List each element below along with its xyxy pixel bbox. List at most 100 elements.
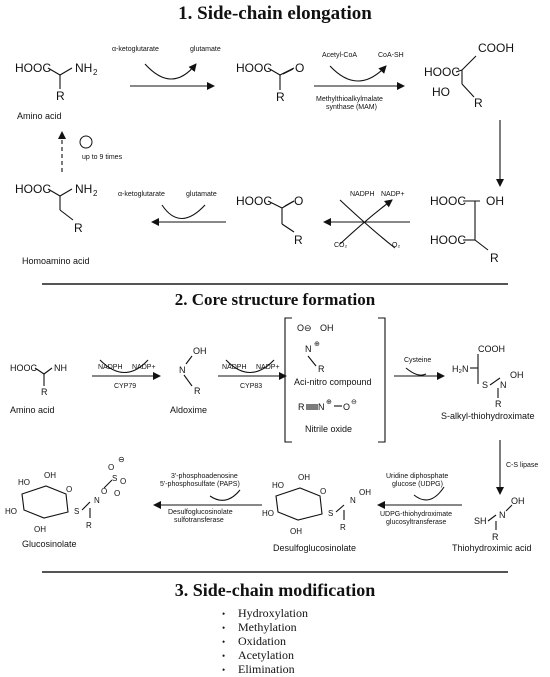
desulfoglucosinolate-structure: HO HO OH OH O S N OH R	[262, 473, 371, 536]
svg-text:OH: OH	[320, 323, 334, 333]
isomalate-structure: HOOC OH HOOC R	[430, 194, 504, 265]
section-title-3: 3. Side-chain modification	[174, 580, 376, 600]
svg-text:R: R	[495, 399, 502, 409]
r6-enzyme-line2: sulfotransferase	[174, 517, 224, 524]
homoamino-acid-structure: HOOC NH 2 R	[15, 182, 98, 235]
svg-text:S: S	[328, 509, 333, 518]
step2-input: Acetyl-CoA	[322, 52, 358, 59]
svg-text:N: N	[94, 496, 100, 505]
svg-text:R: R	[41, 387, 48, 397]
alkylmalate-structure: COOH HOOC HO R	[424, 41, 514, 110]
mam-enzyme-line2: synthase (MAM)	[326, 104, 377, 111]
svg-text:R: R	[56, 89, 65, 103]
svg-text:O: O	[320, 487, 326, 496]
cycle-count-label: up to 9 times	[82, 154, 123, 161]
modification-item: Acetylation	[222, 649, 308, 663]
aci-nitro-label: Aci-nitro compound	[294, 377, 372, 387]
aldoxime-label: Aldoxime	[170, 405, 208, 415]
svg-text:R: R	[276, 90, 285, 104]
svg-text:HO: HO	[18, 478, 30, 487]
s-alkyl-thiohydroximate-structure: COOH H₂N S N R OH	[452, 344, 524, 409]
svg-text:HOOC: HOOC	[15, 61, 51, 75]
svg-text:HOOC: HOOC	[10, 363, 38, 373]
step4-input: NADPH	[350, 191, 375, 198]
svg-text:OH: OH	[290, 527, 302, 536]
svg-text:OH: OH	[510, 370, 524, 380]
svg-text:OH: OH	[34, 525, 46, 534]
step2-output: CoA-SH	[378, 52, 404, 59]
svg-text:S: S	[74, 507, 79, 516]
svg-text:HOOC: HOOC	[430, 233, 466, 247]
section-divider-1	[42, 283, 508, 285]
r5-input-line1: Uridine diphosphate	[386, 473, 449, 480]
svg-text:N: N	[350, 496, 356, 505]
svg-text:OH: OH	[44, 471, 56, 480]
svg-text:OH: OH	[359, 488, 371, 497]
svg-text:O: O	[108, 463, 114, 472]
r1-input: NADPH	[98, 364, 123, 371]
svg-text:HO: HO	[5, 507, 17, 516]
desulfoglucosinolate-label: Desulfoglucosinolate	[273, 543, 357, 553]
svg-text:R: R	[492, 532, 499, 542]
svg-text:N: N	[500, 380, 507, 390]
modification-item: Hydroxylation	[222, 607, 308, 621]
modification-item: Methylation	[222, 621, 308, 635]
svg-text:R: R	[194, 386, 201, 396]
glucosinolate-label: Glucosinolate	[22, 539, 77, 549]
svg-text:NH: NH	[75, 61, 92, 75]
svg-text:S: S	[112, 474, 117, 483]
svg-text:O: O	[120, 477, 126, 486]
svg-text:S: S	[482, 380, 488, 390]
section-title-1: 1. Side-chain elongation	[178, 3, 372, 24]
svg-text:O: O	[343, 402, 350, 412]
svg-text:⊖: ⊖	[118, 455, 125, 464]
svg-text:O: O	[66, 485, 72, 494]
r4-enzyme: C-S lipase	[506, 462, 539, 469]
step4-output: NADP+	[381, 191, 405, 198]
amino-acid-label-2: Amino acid	[10, 405, 55, 415]
svg-text:O: O	[101, 487, 107, 496]
svg-text:OH: OH	[486, 194, 504, 208]
nitrile-oxide-label: Nitrile oxide	[305, 424, 353, 434]
svg-text:R: R	[490, 251, 499, 265]
elongated-keto-acid-structure: HOOC O R	[236, 194, 303, 247]
modification-list: Hydroxylation Methylation Oxidation Acet…	[222, 607, 308, 677]
svg-text:COOH: COOH	[478, 41, 514, 55]
step5-output: glutamate	[186, 191, 217, 198]
svg-text:2: 2	[93, 189, 98, 198]
svg-text:⊖: ⊖	[351, 399, 357, 406]
amino-acid-label: Amino acid	[17, 111, 62, 121]
svg-text:NH: NH	[75, 182, 92, 196]
svg-text:HOOC: HOOC	[424, 65, 460, 79]
svg-text:R: R	[294, 233, 303, 247]
svg-text:OH: OH	[193, 346, 207, 356]
step4-co2: CO₂	[334, 242, 348, 249]
modification-item: Elimination	[222, 663, 308, 677]
section-divider-2	[42, 571, 508, 573]
r5-enzyme-line2: glucosyltransferase	[386, 519, 447, 526]
step4-o2: O₂	[392, 242, 401, 249]
svg-text:R: R	[298, 402, 305, 412]
svg-text:R: R	[74, 221, 83, 235]
svg-text:HOOC: HOOC	[236, 194, 272, 208]
r5-enzyme-line1: UDPG-thiohydroximate	[380, 511, 452, 518]
svg-text:R: R	[86, 521, 92, 530]
svg-text:HO: HO	[272, 481, 284, 490]
r2-output: NADP+	[256, 364, 280, 371]
svg-text:OH: OH	[298, 473, 310, 482]
svg-text:N: N	[318, 402, 325, 412]
svg-text:HOOC: HOOC	[430, 194, 466, 208]
r3-input: Cysteine	[404, 357, 432, 364]
r1-enzyme: CYP79	[114, 383, 137, 390]
svg-text:OH: OH	[511, 496, 525, 506]
mam-enzyme-line1: Methylthioalkylmalate	[316, 96, 383, 103]
aci-nitro-structure: O⊖ OH N ⊕ R	[297, 323, 334, 374]
svg-text:R: R	[340, 523, 346, 532]
svg-text:SH: SH	[474, 516, 487, 526]
homoamino-acid-label: Homoamino acid	[22, 256, 90, 266]
svg-text:R: R	[474, 96, 483, 110]
svg-text:NH: NH	[54, 363, 67, 373]
step5-input: α-ketoglutarate	[118, 191, 165, 198]
cycle-icon	[79, 135, 93, 149]
svg-text:O: O	[114, 489, 120, 498]
